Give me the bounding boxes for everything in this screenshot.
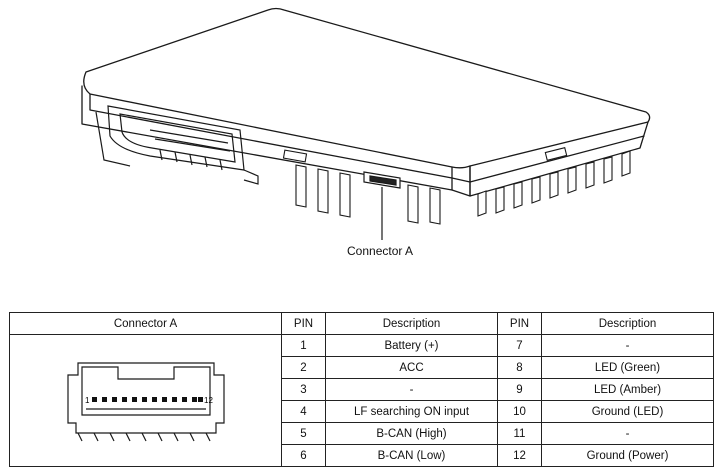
connector-a-socket — [363, 171, 401, 189]
pin-label-last: 12 — [204, 396, 213, 405]
connector-face-cell: 1 12 — [9, 334, 282, 467]
module-illustration — [81, 7, 651, 240]
pin-number: 1 — [281, 334, 326, 357]
pin-description: Ground (LED) — [541, 400, 714, 423]
heatsink-fins-front — [295, 164, 441, 225]
pin-description: - — [541, 334, 714, 357]
pin-description: Ground (Power) — [541, 444, 714, 467]
pin-number: 12 — [497, 444, 542, 467]
connector-face-drawing: 1 12 — [66, 361, 225, 441]
pin-number: 2 — [281, 356, 326, 379]
pin-number: 7 — [497, 334, 542, 357]
pin-number: 8 — [497, 356, 542, 379]
latch-tab-left — [282, 149, 308, 163]
pin-number: 5 — [281, 422, 326, 445]
pin-description: - — [541, 422, 714, 445]
pin-description: B-CAN (High) — [325, 422, 498, 445]
pin-number: 3 — [281, 378, 326, 401]
heatsink-fins-right — [477, 150, 631, 217]
latch-tab-right — [544, 147, 568, 161]
pin-number: 11 — [497, 422, 542, 445]
header-description-left: Description — [325, 312, 498, 335]
table-row: 4 LF searching ON input 10 Ground (LED) — [10, 400, 714, 423]
header-pin-left: PIN — [281, 312, 326, 335]
pin-table: Connector A PIN Description PIN Descript… — [9, 312, 714, 467]
pin-description: LED (Amber) — [541, 378, 714, 401]
table-row: 1 12 1 Battery (+) 7 - — [9, 334, 714, 467]
pin-description: LF searching ON input — [325, 400, 498, 423]
table-row: 6 B-CAN (Low) 12 Ground (Power) — [10, 444, 714, 467]
connector-pins — [91, 396, 203, 402]
header-connector: Connector A — [9, 312, 282, 335]
pin-number: 4 — [281, 400, 326, 423]
header-pin-right: PIN — [497, 312, 542, 335]
table-header-row: Connector A PIN Description PIN Descript… — [9, 312, 714, 335]
side-connector-housing — [95, 105, 259, 185]
connector-a-callout-label: Connector A — [347, 244, 414, 258]
header-description-right: Description — [541, 312, 714, 335]
pin-number: 10 — [497, 400, 542, 423]
pin-label-first: 1 — [85, 396, 90, 405]
pin-number: 6 — [281, 444, 326, 467]
pin-description: B-CAN (Low) — [325, 444, 498, 467]
pin-description: - — [325, 378, 498, 401]
pin-description: LED (Green) — [541, 356, 714, 379]
pin-description: Battery (+) — [325, 334, 498, 357]
module-front-side — [81, 85, 453, 191]
table-row: 3 - 9 LED (Amber) — [10, 378, 714, 401]
module-top-face — [83, 7, 651, 169]
pin-description: ACC — [325, 356, 498, 379]
pin-number: 9 — [497, 378, 542, 401]
